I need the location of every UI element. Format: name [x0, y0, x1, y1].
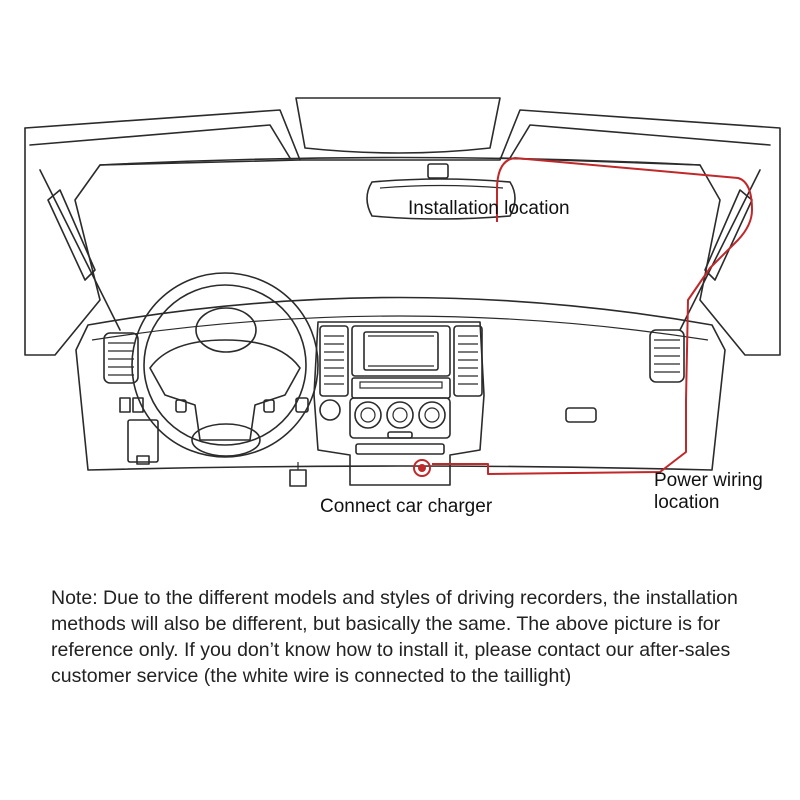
left-panel	[127, 419, 159, 463]
left-air-vent	[103, 332, 144, 413]
dashboard	[75, 296, 726, 471]
right-air-vent	[649, 329, 685, 383]
installation-location-label: Installation location	[408, 198, 570, 219]
car-interior-diagram	[24, 97, 781, 487]
rearview-mirror	[366, 163, 516, 220]
power-label-line2: location	[654, 492, 720, 513]
pedal	[289, 469, 307, 487]
power-label-line1: Power wiring	[654, 470, 763, 491]
center-console	[313, 321, 485, 486]
charger-port	[413, 459, 431, 477]
power-wiring-location-label: Power wiring location	[654, 470, 794, 514]
steering-wheel	[131, 272, 319, 458]
glovebox-handle	[565, 407, 597, 423]
sun-visor	[295, 97, 501, 154]
installation-note: Note: Due to the different models and st…	[51, 587, 738, 687]
power-wire	[432, 157, 753, 475]
windshield-frame	[24, 109, 781, 356]
connect-car-charger-label: Connect car charger	[320, 496, 493, 517]
